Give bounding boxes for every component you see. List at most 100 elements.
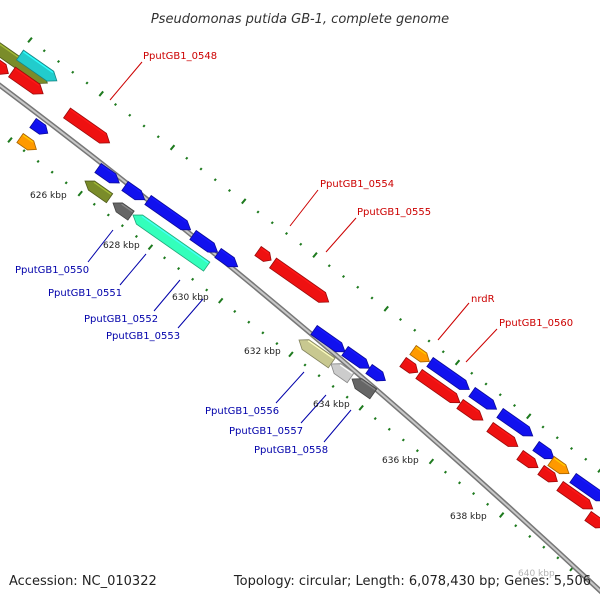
gene-blue-f-highlight bbox=[316, 326, 342, 345]
gene-red-f[interactable] bbox=[486, 421, 521, 451]
outer-tick-dot bbox=[312, 252, 318, 258]
outer-tick-dot bbox=[526, 413, 532, 420]
outer-tick-dot bbox=[398, 317, 403, 322]
tick-label-640: 640 kbp bbox=[518, 569, 555, 579]
gene-0560-highlight bbox=[432, 358, 466, 383]
gene-blue-small-highlight bbox=[35, 119, 46, 127]
leader-0558 bbox=[323, 409, 352, 443]
gene-red-h[interactable] bbox=[537, 464, 561, 485]
gene-0554[interactable] bbox=[254, 245, 274, 264]
gene-blue-c[interactable] bbox=[144, 194, 194, 234]
leader-0557 bbox=[300, 394, 327, 424]
outer-tick-dot bbox=[56, 59, 61, 64]
gene-red-c[interactable] bbox=[399, 356, 421, 376]
gene-red-i[interactable] bbox=[556, 480, 596, 513]
gene-0557-shape bbox=[330, 363, 355, 384]
gene-orange-a[interactable] bbox=[16, 132, 40, 153]
outer-tick-dot bbox=[597, 467, 600, 473]
gene-red-b-highlight bbox=[15, 68, 40, 87]
gene-red-b[interactable] bbox=[8, 66, 47, 99]
gene-orange-b-highlight bbox=[553, 457, 566, 467]
gene-0560-shape bbox=[426, 356, 470, 390]
gene-0557-highlight bbox=[339, 364, 353, 374]
gene-label-0554: PputGB1_0554 bbox=[320, 179, 394, 190]
gene-0555[interactable] bbox=[269, 257, 333, 307]
inner-tick-dot bbox=[261, 331, 265, 335]
gene-0556[interactable] bbox=[296, 335, 336, 369]
gene-red-j[interactable] bbox=[584, 510, 600, 531]
inner-tick-dot bbox=[36, 159, 40, 163]
outer-tick-dot bbox=[341, 274, 346, 279]
outer-tick-dot bbox=[85, 81, 89, 85]
gene-0558[interactable] bbox=[349, 374, 378, 400]
gene-nrdR-highlight bbox=[415, 346, 427, 355]
gene-nrdR[interactable] bbox=[409, 344, 433, 365]
inner-tick-dot bbox=[120, 224, 124, 228]
gene-blue-l[interactable] bbox=[569, 472, 600, 505]
gene-blue-c-highlight bbox=[150, 196, 187, 223]
gene-0548-shape bbox=[63, 107, 111, 144]
outer-tick-dot bbox=[427, 339, 431, 343]
gene-0550[interactable] bbox=[82, 176, 114, 204]
inner-tick-dot bbox=[22, 149, 26, 153]
inner-tick-dot bbox=[177, 267, 181, 271]
outer-tick-dot bbox=[142, 124, 146, 128]
inner-tick-dot bbox=[162, 256, 167, 260]
gene-0552[interactable] bbox=[130, 210, 211, 272]
gene-label-nrdR: nrdR bbox=[471, 294, 495, 305]
gene-red-g[interactable] bbox=[516, 449, 541, 472]
gene-0551-highlight bbox=[121, 203, 133, 213]
gene-0558-shape bbox=[351, 378, 378, 400]
inner-tick-dot bbox=[358, 404, 364, 411]
gene-red-e[interactable] bbox=[456, 398, 486, 424]
gene-blue-h[interactable] bbox=[365, 363, 389, 384]
inner-tick-dot bbox=[247, 320, 251, 324]
gene-0555-highlight bbox=[276, 259, 326, 295]
gene-blue-e[interactable] bbox=[214, 247, 241, 271]
inner-tick-dot bbox=[443, 470, 448, 474]
tick-label-632: 632 kbp bbox=[244, 347, 281, 357]
gene-blue-k-shape bbox=[532, 440, 555, 460]
inner-tick-dot bbox=[64, 181, 68, 185]
gene-blue-j[interactable] bbox=[496, 407, 536, 440]
gene-0548[interactable] bbox=[63, 107, 113, 148]
gene-blue-small-shape bbox=[29, 117, 49, 135]
gene-blue-d[interactable] bbox=[189, 229, 221, 256]
inner-tick-dot bbox=[486, 502, 490, 506]
gene-cyan-top-highlight bbox=[23, 51, 54, 74]
gene-0560[interactable] bbox=[426, 356, 473, 394]
tick-dots bbox=[7, 37, 600, 592]
gene-blue-a-shape bbox=[94, 162, 120, 184]
gene-blue-g[interactable] bbox=[341, 345, 373, 372]
outer-tick-dot bbox=[42, 49, 46, 53]
inner-tick-dot bbox=[317, 374, 321, 378]
gene-features bbox=[0, 37, 600, 531]
gene-blue-i[interactable] bbox=[468, 386, 500, 413]
gene-blue-f[interactable] bbox=[310, 324, 348, 356]
gene-red-d[interactable] bbox=[415, 368, 463, 407]
gene-red-a-shape bbox=[0, 56, 9, 75]
gene-0551[interactable] bbox=[110, 198, 135, 221]
gene-0558-highlight bbox=[360, 379, 376, 391]
inner-tick-dot bbox=[331, 384, 335, 388]
gene-red-a-highlight bbox=[0, 58, 6, 67]
inner-tick-dot bbox=[498, 512, 505, 518]
gene-blue-a[interactable] bbox=[94, 162, 123, 187]
outer-tick-dot bbox=[156, 135, 160, 139]
gene-red-i-shape bbox=[556, 480, 594, 510]
gene-blue-small[interactable] bbox=[29, 117, 51, 137]
gene-red-g-shape bbox=[516, 449, 539, 469]
gene-orange-b[interactable] bbox=[547, 455, 572, 478]
leader-0552 bbox=[153, 279, 181, 312]
gene-blue-k[interactable] bbox=[532, 440, 557, 463]
outer-tick-dot bbox=[128, 113, 132, 117]
gene-blue-f-shape bbox=[310, 324, 346, 353]
gene-blue-b[interactable] bbox=[121, 180, 148, 204]
gene-0557[interactable] bbox=[328, 359, 355, 384]
gene-cyan-top[interactable] bbox=[16, 49, 61, 86]
gene-red-b-shape bbox=[8, 66, 44, 95]
gene-red-a[interactable] bbox=[0, 56, 12, 78]
gene-orange-a-highlight bbox=[22, 134, 34, 143]
inner-tick-dot bbox=[50, 170, 54, 174]
